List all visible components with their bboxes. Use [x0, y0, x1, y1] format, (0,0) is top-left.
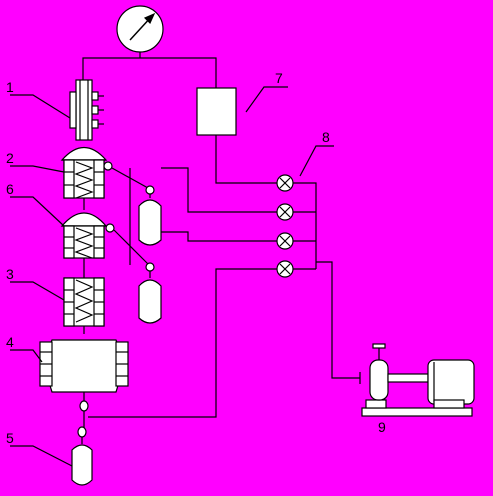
valve-1 [276, 174, 294, 192]
valve-panel [293, 182, 360, 379]
upper-receiver [111, 167, 162, 246]
pipe-vessel-return [88, 268, 279, 418]
main-vessel [39, 339, 129, 402]
valve-4 [276, 260, 294, 278]
top-fitting [69, 79, 104, 141]
gauge-pipe [82, 57, 217, 88]
pressure-gauge [116, 5, 164, 58]
label-3: 3 [6, 266, 14, 282]
valve-2 [276, 203, 294, 221]
label-9: 9 [378, 419, 386, 435]
label-4: 4 [6, 334, 14, 350]
label-5: 5 [6, 430, 14, 446]
controller-box [196, 87, 237, 136]
controller-pipe [215, 135, 279, 184]
label-8: 8 [322, 129, 330, 145]
pipe-receiver-upper [161, 167, 279, 213]
valve-upper [103, 161, 113, 171]
pipe-receiver-lower [161, 231, 279, 242]
label-1: 1 [6, 79, 14, 95]
leader-lines [10, 86, 334, 467]
pump-motor-unit [359, 343, 475, 417]
third-cell [63, 277, 105, 334]
bottom-collector [71, 400, 93, 486]
upper-cell [60, 146, 108, 210]
valve-3 [276, 232, 294, 250]
label-6: 6 [6, 181, 14, 197]
valve-middle [105, 223, 115, 233]
second-cell [60, 212, 108, 278]
label-2: 2 [6, 150, 14, 166]
label-7: 7 [275, 70, 283, 86]
lower-receiver [113, 229, 162, 324]
